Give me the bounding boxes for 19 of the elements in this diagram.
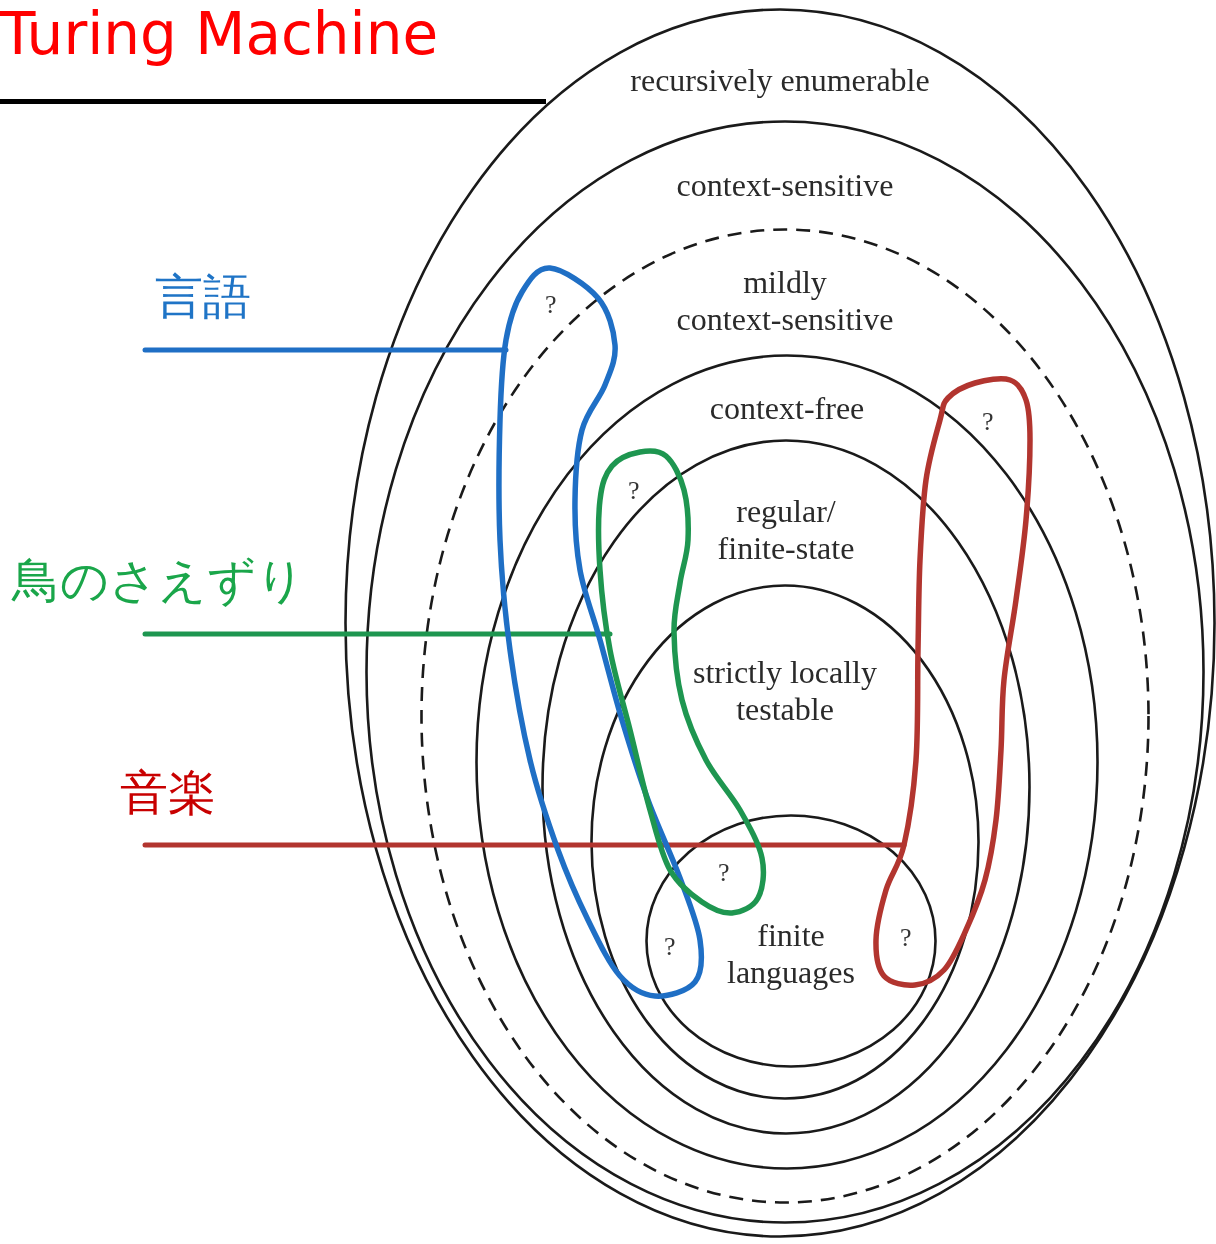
question-mark: ? [718, 860, 730, 886]
category-label: 言語 [155, 268, 251, 324]
question-mark: ? [900, 925, 912, 951]
set-label: recursively enumerable [629, 62, 931, 99]
category-label: 鳥のさえずり [12, 552, 305, 608]
leader-line [142, 631, 613, 637]
category-label: 音楽 [120, 764, 216, 820]
question-mark: ? [628, 478, 640, 504]
title: Turing Machine [0, 0, 439, 70]
set-label: finite languages [726, 917, 856, 991]
set-label: context-free [708, 390, 866, 427]
set-label: mildly context-sensitive [675, 264, 895, 338]
set-label: strictly locally testable [692, 654, 878, 728]
question-mark: ? [545, 292, 557, 318]
question-mark: ? [664, 934, 676, 960]
question-mark: ? [982, 409, 994, 435]
set-label: regular/ finite-state [716, 493, 856, 567]
set-label: context-sensitive [675, 167, 895, 204]
leader-line [142, 347, 509, 353]
